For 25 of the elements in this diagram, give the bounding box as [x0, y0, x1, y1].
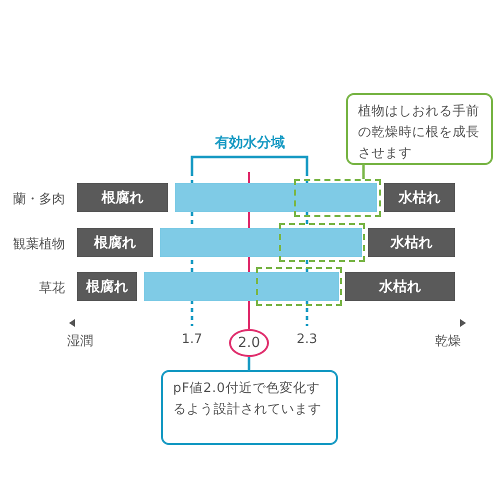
- row-label: 蘭・多肉: [13, 191, 65, 208]
- tick-label: 2.3: [296, 332, 318, 347]
- connector-line: [248, 357, 250, 370]
- highlight-box: [294, 179, 381, 217]
- range-title: 有効水分域: [215, 134, 285, 152]
- label-box: 水枯れ: [384, 183, 455, 212]
- label-box: 根腐れ: [77, 228, 153, 257]
- highlight-box: [279, 223, 365, 262]
- label-box: 根腐れ: [77, 183, 168, 212]
- moisture-bar: [175, 183, 377, 212]
- callout-box: pF値2.0付近で色変化するよう設計されています: [161, 370, 338, 445]
- axis-label: 湿潤: [67, 333, 93, 350]
- connector-line: [362, 165, 365, 179]
- value-circle: 2.0: [229, 329, 269, 357]
- highlight-box: [256, 267, 342, 306]
- label-box: 水枯れ: [368, 228, 455, 257]
- callout-box: 植物はしおれる手前の乾燥時に根を成長させます: [346, 93, 493, 165]
- label-box: 水枯れ: [345, 272, 455, 301]
- moisture-bar: [160, 228, 362, 257]
- tick-label: 1.7: [182, 332, 202, 347]
- row-label: 観葉植物: [13, 236, 65, 253]
- moisture-bar: [144, 272, 339, 301]
- axis-label: 乾燥: [435, 333, 461, 350]
- label-box: 根腐れ: [77, 272, 137, 301]
- row-label: 草花: [39, 280, 65, 297]
